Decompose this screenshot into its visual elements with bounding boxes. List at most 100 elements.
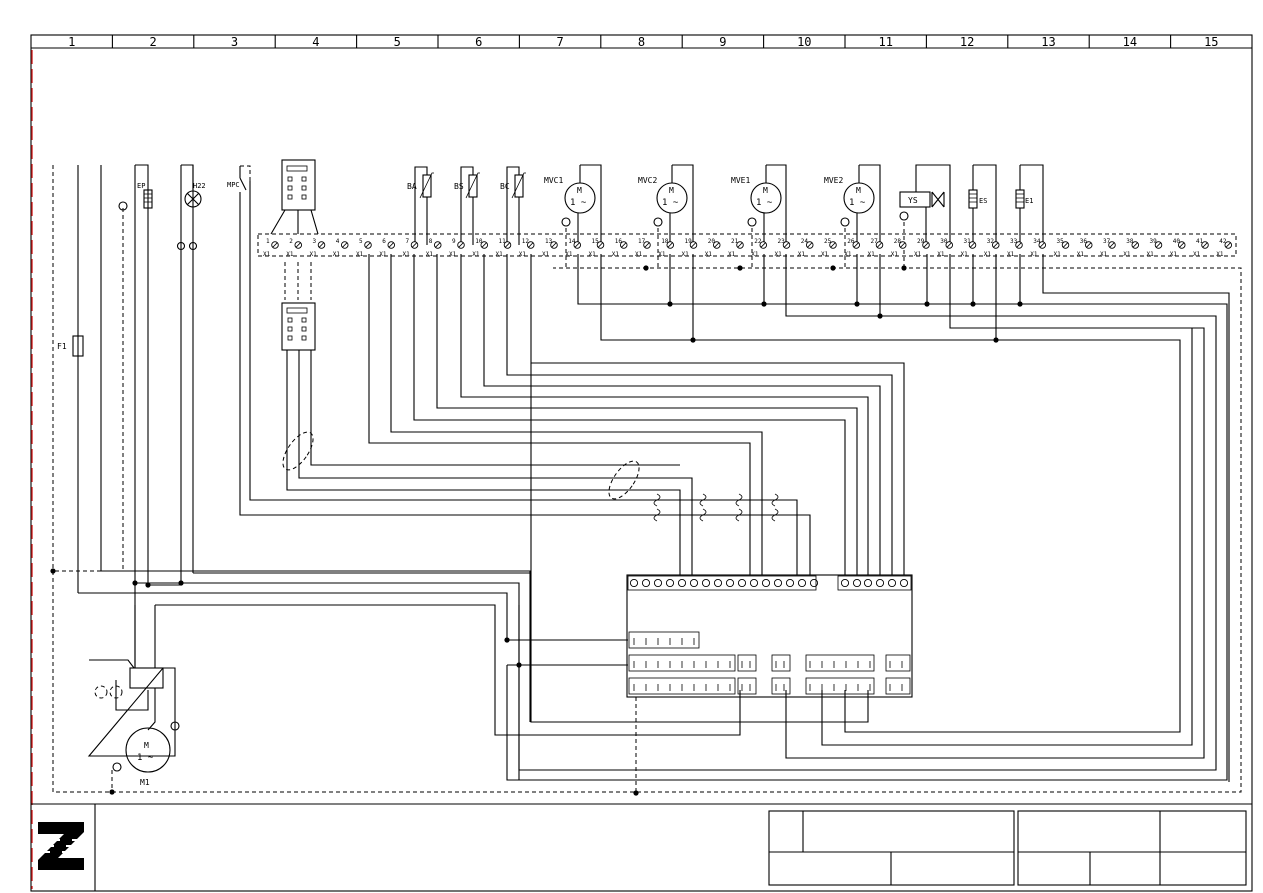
terminal-number: 21 bbox=[731, 238, 739, 245]
terminal-number: 13 bbox=[545, 238, 553, 245]
board-terminal bbox=[737, 578, 747, 588]
board-terminal bbox=[840, 578, 850, 588]
terminal-strip-label: X1 bbox=[844, 251, 852, 258]
wire-crossing bbox=[735, 508, 743, 522]
terminal-number: 26 bbox=[847, 238, 855, 245]
terminal-number: 20 bbox=[708, 238, 716, 245]
wire-crossing bbox=[735, 493, 743, 507]
motor-letter: M bbox=[577, 186, 582, 195]
ep-label: EP bbox=[137, 182, 145, 190]
ys-label: YS bbox=[908, 196, 918, 205]
motor-label: MVE1 bbox=[731, 176, 750, 185]
board-terminal bbox=[773, 578, 783, 588]
terminal-strip-label: X1 bbox=[542, 251, 550, 258]
motor-symbol bbox=[750, 182, 782, 214]
junction-dot bbox=[877, 313, 883, 319]
keypad-key bbox=[301, 326, 307, 332]
keypad-key bbox=[287, 185, 293, 191]
terminal-strip-label: X1 bbox=[914, 251, 922, 258]
keypad-key bbox=[287, 326, 293, 332]
ground-icon bbox=[561, 217, 571, 227]
board-terminal bbox=[749, 578, 759, 588]
motor-symbol bbox=[656, 182, 688, 214]
motor-phase: 1 ~ bbox=[570, 198, 587, 208]
board-connector bbox=[805, 677, 875, 695]
terminal-number: 30 bbox=[940, 238, 948, 245]
m1-motor-letter: M bbox=[144, 741, 149, 750]
junction-dot bbox=[854, 301, 860, 307]
terminal-strip-label: X1 bbox=[403, 251, 411, 258]
terminal-strip-label: X1 bbox=[798, 251, 806, 258]
keypad-key bbox=[301, 194, 307, 200]
terminal-strip-label: X1 bbox=[682, 251, 690, 258]
ground-icon bbox=[653, 217, 663, 227]
terminal-number: 8 bbox=[429, 238, 433, 245]
terminal-number: 11 bbox=[499, 238, 507, 245]
board-connector bbox=[805, 654, 875, 672]
terminal-number: 10 bbox=[475, 238, 483, 245]
column-number: 6 bbox=[475, 35, 482, 49]
terminal-number: 1 bbox=[266, 238, 270, 245]
board-terminal bbox=[852, 578, 862, 588]
terminal-strip-label: X1 bbox=[286, 251, 294, 258]
terminal-strip-label: X1 bbox=[984, 251, 992, 258]
terminal-number: 22 bbox=[754, 238, 762, 245]
terminal-number: 16 bbox=[615, 238, 623, 245]
terminal-number: 23 bbox=[778, 238, 786, 245]
terminal-number: 31 bbox=[964, 238, 972, 245]
board-connector bbox=[771, 654, 791, 672]
junction-dot bbox=[737, 265, 743, 271]
terminal-number: 17 bbox=[638, 238, 646, 245]
terminal-number: 12 bbox=[522, 238, 530, 245]
sensor-label: BA bbox=[407, 182, 417, 191]
board-terminal bbox=[887, 578, 897, 588]
terminal-strip-label: X1 bbox=[1100, 251, 1108, 258]
junction-dot bbox=[145, 582, 151, 588]
terminal-strip-label: X1 bbox=[658, 251, 666, 258]
board-connector bbox=[628, 654, 736, 672]
column-number: 12 bbox=[960, 35, 974, 49]
junction-dot bbox=[667, 301, 673, 307]
terminal-strip-label: X1 bbox=[961, 251, 969, 258]
board-terminal bbox=[665, 578, 675, 588]
sensor-label: BC bbox=[500, 182, 510, 191]
terminal-strip-label: X1 bbox=[310, 251, 318, 258]
terminal-strip-label: X1 bbox=[519, 251, 527, 258]
es-label: ES bbox=[979, 197, 987, 205]
mpc-label: MPC bbox=[227, 181, 240, 189]
terminal-number: 32 bbox=[987, 238, 995, 245]
terminal-strip-label: X1 bbox=[821, 251, 829, 258]
motor-letter: M bbox=[669, 186, 674, 195]
terminal-strip-label: X1 bbox=[751, 251, 759, 258]
motor-phase: 1 ~ bbox=[662, 198, 679, 208]
motor-label: MVC1 bbox=[544, 176, 563, 185]
board-connector bbox=[771, 677, 791, 695]
terminal-number: 3 bbox=[313, 238, 317, 245]
junction-dot bbox=[504, 637, 510, 643]
terminal-strip-label: X1 bbox=[263, 251, 271, 258]
motor-label: MVC2 bbox=[638, 176, 657, 185]
junction-dot bbox=[761, 301, 767, 307]
wire-crossing bbox=[699, 508, 707, 522]
junction-dot bbox=[970, 301, 976, 307]
column-number: 14 bbox=[1123, 35, 1137, 49]
board-terminal bbox=[875, 578, 885, 588]
board-terminal bbox=[653, 578, 663, 588]
column-number: 3 bbox=[231, 35, 238, 49]
junction-dot bbox=[1017, 301, 1023, 307]
junction-dot bbox=[830, 265, 836, 271]
e1-label: E1 bbox=[1025, 197, 1033, 205]
junction-dot bbox=[993, 337, 999, 343]
terminal-strip-label: X1 bbox=[1007, 251, 1015, 258]
fuse-label: F1 bbox=[57, 342, 67, 351]
ground-icon bbox=[747, 217, 757, 227]
wire-crossing bbox=[653, 493, 661, 507]
terminal-strip-label: X1 bbox=[775, 251, 783, 258]
terminal-number: 24 bbox=[801, 238, 809, 245]
terminal-strip-label: X1 bbox=[1123, 251, 1131, 258]
terminal-strip-label: X1 bbox=[705, 251, 713, 258]
drawing-frame bbox=[30, 34, 1253, 892]
terminal-strip-label: X1 bbox=[1077, 251, 1085, 258]
board-terminal bbox=[785, 578, 795, 588]
terminal-strip-label: X1 bbox=[868, 251, 876, 258]
